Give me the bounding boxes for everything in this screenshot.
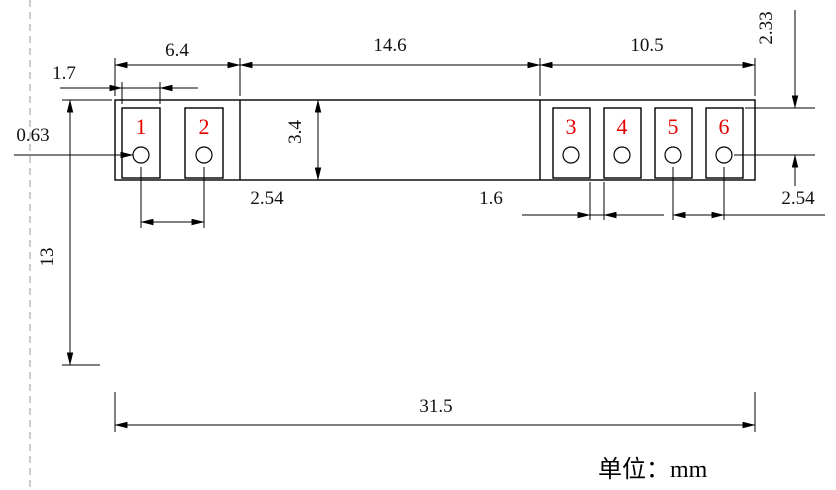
pad-number: 5	[668, 114, 679, 139]
dim-gap-right-label: 1.6	[479, 188, 503, 209]
dim-top-left-label: 6.4	[165, 40, 189, 61]
component-body	[114, 99, 756, 181]
pad-number: 4	[617, 114, 628, 139]
pads: 1 2 3 4 5 6	[121, 107, 744, 179]
dim-hole-offset-left: 0.63	[14, 125, 134, 159]
pad-hole	[613, 146, 631, 164]
dim-pad-width-left: 1.7	[52, 63, 198, 104]
pad-3: 3	[552, 107, 591, 179]
dim-pitch-left-label: 2.54	[250, 188, 284, 209]
dim-hole-top-offset-right-label: 2.33	[756, 11, 777, 44]
pad-4: 4	[603, 107, 642, 179]
dim-top-right-label: 10.5	[630, 35, 663, 56]
dim-gap-right: 1.6	[479, 182, 664, 220]
dim-hole-offset-left-label: 0.63	[16, 125, 49, 146]
component-body-outline	[114, 99, 756, 181]
dim-overall-height-label: 13	[37, 248, 58, 267]
pad-hole	[195, 146, 213, 164]
dim-overall-width: 31.5	[114, 392, 756, 432]
dim-overall-width-label: 31.5	[419, 396, 452, 417]
pad-hole	[715, 146, 733, 164]
dim-pitch-left: 2.54	[140, 167, 284, 228]
dim-pitch-right-label: 2.54	[781, 188, 815, 209]
unit-label: 单位：mm	[598, 456, 708, 483]
dim-body-height: 3.4	[285, 99, 322, 181]
dim-body-height-label: 3.4	[285, 120, 306, 144]
pad-hole	[664, 146, 682, 164]
dim-overall-height: 13	[37, 99, 112, 366]
pad-hole	[132, 146, 150, 164]
pad-number: 6	[719, 114, 730, 139]
dim-top-middle-label: 14.6	[373, 35, 406, 56]
dim-top-spans: 6.4 14.6 10.5	[114, 35, 756, 96]
pad-number: 2	[199, 114, 210, 139]
dim-pad-width-left-label: 1.7	[52, 63, 76, 84]
pad-number: 3	[566, 114, 577, 139]
pad-rect	[603, 107, 642, 179]
dim-hole-top-offset-right: 2.33	[734, 10, 815, 186]
pad-hole	[562, 146, 580, 164]
dim-pitch-right: 2.54	[672, 167, 825, 220]
pad-rect	[552, 107, 591, 179]
pad-number: 1	[136, 114, 147, 139]
